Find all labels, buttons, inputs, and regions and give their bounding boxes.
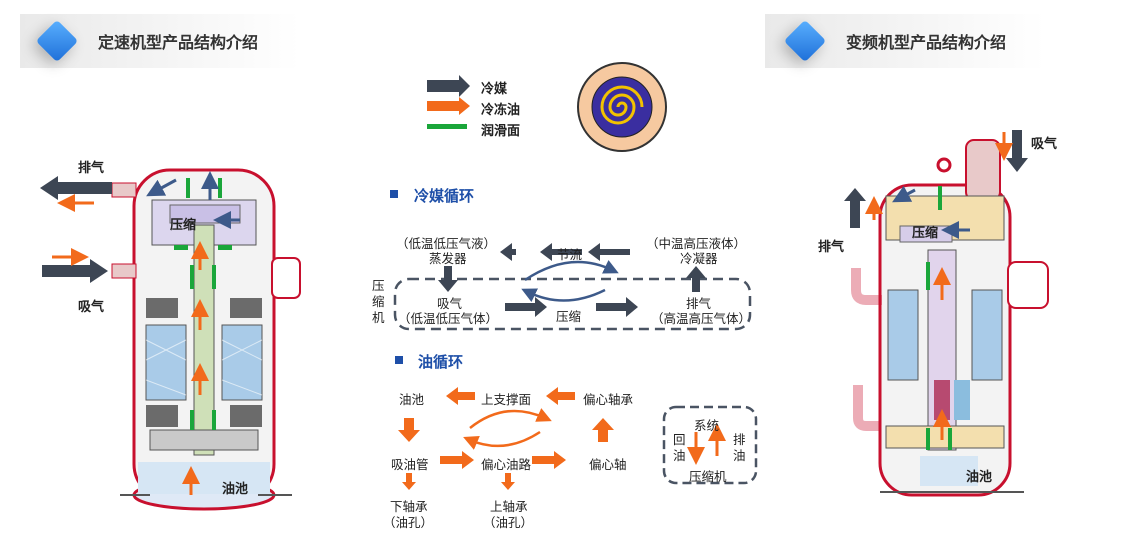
left-suction-label: 吸气 xyxy=(78,300,105,315)
refrigerant-cycle-swirl xyxy=(521,260,619,303)
arrow-throttle-left xyxy=(540,243,582,261)
oil-pool-label: 油池 xyxy=(399,392,425,407)
arrow-discharge-up xyxy=(686,266,706,292)
lower-bearing-hole: （油孔） xyxy=(383,515,434,530)
arrow-evap-down xyxy=(438,266,458,292)
discharge-label: 排气 xyxy=(686,296,712,311)
legend-oil-swatch xyxy=(427,97,470,115)
arrow-compress-right xyxy=(596,297,638,317)
eccentric-oil-path-label: 偏心油路 xyxy=(481,457,532,472)
left-compression-label: 压缩 xyxy=(170,218,197,233)
throttle-label: 节流 xyxy=(557,247,583,262)
arrow-suction-right xyxy=(505,297,547,317)
eccentric-bearing-label: 偏心轴承 xyxy=(583,392,634,407)
legend-refrigerant-label: 冷媒 xyxy=(481,82,508,97)
arrow-path-right xyxy=(532,451,566,469)
right-oil-pool-label: 油池 xyxy=(966,470,993,485)
oil-cycle-swirl xyxy=(463,408,552,450)
bullet-square-icon xyxy=(395,356,403,364)
legend-lubrication-label: 润滑面 xyxy=(481,124,521,139)
legend-refrigerant-swatch xyxy=(427,75,470,97)
right-header: 变频机型产品结构介绍 xyxy=(783,16,1007,66)
arrow-shaft-up xyxy=(592,418,614,442)
upper-bearing-label: 上轴承 xyxy=(490,499,528,514)
evaporator-label: 蒸发器 xyxy=(429,251,467,266)
upper-bearing-hole: （油孔） xyxy=(483,515,534,530)
right-suction-label: 吸气 xyxy=(1031,137,1058,152)
left-suction-arrow xyxy=(42,248,108,283)
scroll-icon xyxy=(577,62,667,152)
right-compressor xyxy=(851,139,1049,497)
oil-cycle-title: 油循环 xyxy=(418,353,464,371)
upper-support-label: 上支撑面 xyxy=(481,392,532,407)
suction-label: 吸气 xyxy=(437,296,463,311)
return-oil-label: 回油 xyxy=(673,432,686,463)
right-compression-label: 压缩 xyxy=(912,226,939,241)
right-section-title: 变频机型产品结构介绍 xyxy=(846,33,1007,52)
refrigerant-cycle-title: 冷媒循环 xyxy=(414,187,475,205)
compressor-vertical-label: 压缩机 xyxy=(372,278,385,325)
left-compressor xyxy=(111,168,301,511)
evaporator-state: （低温低压气液） xyxy=(396,236,497,251)
discharge-state: （高温高压气体） xyxy=(651,311,752,326)
compression-label: 压缩 xyxy=(556,309,582,324)
left-section-title: 定速机型产品结构介绍 xyxy=(98,33,259,52)
left-oil-pool-label: 油池 xyxy=(222,482,249,497)
arrow-pipe-right xyxy=(440,451,474,469)
arrow-oil-to-pool xyxy=(446,387,475,405)
condenser-label: 冷凝器 xyxy=(680,251,718,266)
system-dashed-box xyxy=(662,405,758,485)
left-discharge-label: 排气 xyxy=(78,161,105,176)
right-suction-arrow xyxy=(995,130,1028,172)
arrow-pool-down xyxy=(398,418,420,442)
arrow-upper-bearing xyxy=(501,473,515,490)
right-discharge-label: 排气 xyxy=(818,240,845,255)
condenser-state: （中温高压液体） xyxy=(646,236,747,251)
suction-pipe-label: 吸油管 xyxy=(391,457,429,472)
discharge-oil-label: 排油 xyxy=(733,432,746,463)
eccentric-shaft-label: 偏心轴 xyxy=(589,457,627,472)
arrow-to-evaporator xyxy=(500,243,516,261)
system-label: 系统 xyxy=(694,418,720,433)
left-discharge-arrow xyxy=(40,176,112,212)
left-header: 定速机型产品结构介绍 xyxy=(35,16,259,66)
arrow-condenser-left xyxy=(588,243,630,261)
legend-lubrication-swatch xyxy=(427,124,467,129)
legend-oil-label: 冷冻油 xyxy=(481,103,521,118)
arrow-lower-bearing xyxy=(402,473,416,490)
bullet-square-icon xyxy=(390,190,398,198)
system-compressor-label: 压缩机 xyxy=(689,469,727,484)
right-discharge-arrow xyxy=(844,188,883,228)
lower-bearing-label: 下轴承 xyxy=(390,499,428,514)
compressor-dashed-box xyxy=(393,277,752,331)
suction-state: （低温低压气体） xyxy=(398,311,499,326)
arrow-oil-to-support xyxy=(546,387,575,405)
